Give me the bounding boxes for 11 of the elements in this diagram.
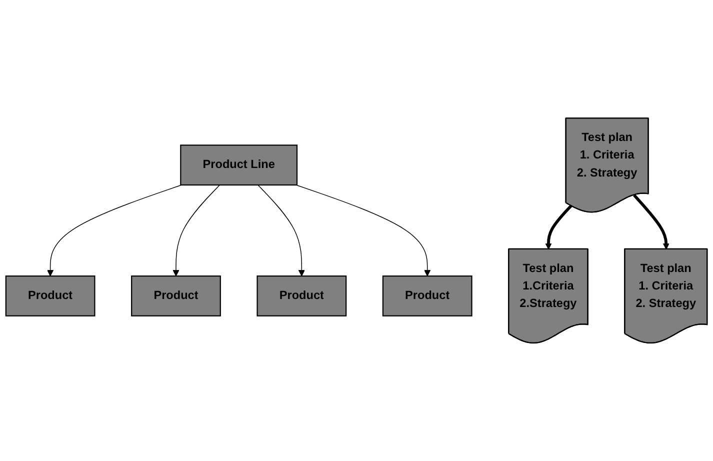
arrow bbox=[172, 184, 220, 276]
node-box: Product bbox=[131, 275, 221, 316]
arrow bbox=[258, 184, 305, 276]
node-box: Product bbox=[256, 275, 347, 316]
arrow bbox=[47, 184, 182, 276]
arrow bbox=[633, 194, 670, 250]
node-box: Product bbox=[382, 275, 472, 316]
arrow bbox=[296, 184, 431, 276]
node-box: Product Line bbox=[180, 144, 298, 186]
arrow bbox=[545, 204, 572, 250]
node-box: Product bbox=[5, 275, 96, 316]
